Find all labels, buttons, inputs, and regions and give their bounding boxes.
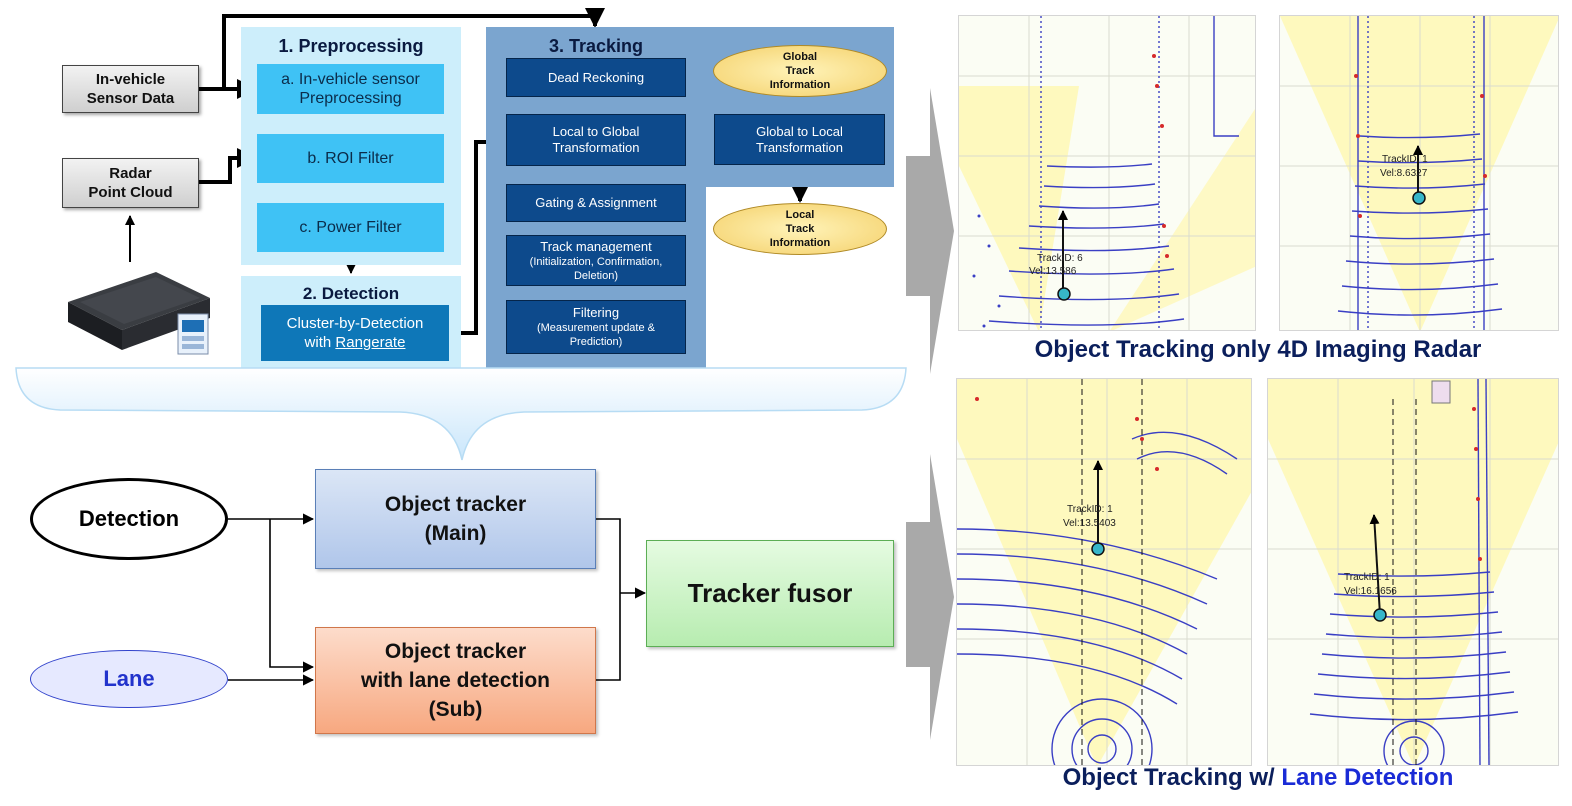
radar-plot-1-track-id: TrackID: 6 bbox=[1037, 253, 1083, 264]
radar-plot-4-canvas: TrackID: 1 Vel:16.1656 bbox=[1268, 379, 1558, 765]
filtering-sub: (Measurement update & Prediction) bbox=[536, 322, 655, 348]
preproc-in-vehicle-box: a. In-vehicle sensor Preprocessing bbox=[257, 64, 444, 114]
radar-plot-2: TrackID: 1 Vel:8.6327 bbox=[1279, 15, 1559, 331]
caption-lane-highlight: Lane Detection bbox=[1281, 764, 1454, 791]
local-to-global-box: Local to Global Transformation bbox=[506, 114, 686, 166]
filtering-label: Filtering bbox=[572, 305, 620, 320]
radar-plot-4-track-id: TrackID: 1 bbox=[1344, 572, 1390, 583]
global-to-local-box: Global to Local Transformation bbox=[714, 114, 885, 165]
grouping-brace bbox=[15, 367, 907, 461]
object-tracker-sub-box: Object tracker with lane detection (Sub) bbox=[315, 627, 596, 734]
tracking-title: 3. Tracking bbox=[548, 36, 644, 56]
filtering-box: Filtering (Measurement update & Predicti… bbox=[506, 300, 686, 354]
local-track-info-oval: Local Track Information bbox=[713, 203, 887, 255]
gray-arrow-bottom bbox=[906, 454, 954, 740]
gating-assignment-box: Gating & Assignment bbox=[506, 184, 686, 222]
cluster-detection-label: Cluster-by-Detection with bbox=[286, 315, 424, 351]
radar-plot-1: TrackID: 6 Vel:13.586 bbox=[958, 15, 1256, 331]
gray-arrow-top bbox=[906, 88, 954, 374]
radar-plot-2-track-id: TrackID: 1 bbox=[1382, 154, 1428, 165]
preproc-power-filter-box: c. Power Filter bbox=[257, 203, 444, 252]
dead-reckoning-box: Dead Reckoning bbox=[506, 58, 686, 97]
preprocessing-title: 1. Preprocessing bbox=[278, 36, 424, 56]
tracker-fusor-box: Tracker fusor bbox=[646, 540, 894, 647]
radar-plot-3-canvas: TrackID: 1 Vel:13.5403 bbox=[957, 379, 1251, 765]
arrow-sensor-to-tracking bbox=[222, 8, 605, 89]
radar-plot-3: TrackID: 1 Vel:13.5403 bbox=[956, 378, 1252, 766]
lane-oval: Lane bbox=[30, 650, 228, 708]
flow-connectors bbox=[228, 513, 647, 686]
track-management-label: Track management bbox=[540, 238, 652, 254]
detection-title: 2. Detection bbox=[302, 284, 400, 303]
detection-oval: Detection bbox=[30, 478, 228, 560]
caption-lane-prefix: Object Tracking w/ bbox=[1062, 764, 1282, 791]
radar-point-cloud-box: Radar Point Cloud bbox=[62, 158, 199, 208]
global-track-info-oval: Global Track Information bbox=[713, 45, 887, 97]
caption-lane-detection: Object Tracking w/ Lane Detection bbox=[958, 764, 1558, 792]
radar-plot-3-track-id: TrackID: 1 bbox=[1067, 504, 1113, 515]
radar-plot-2-vel: Vel:8.6327 bbox=[1380, 168, 1428, 179]
radar-plot-4: TrackID: 1 Vel:16.1656 bbox=[1267, 378, 1559, 766]
object-tracker-main-box: Object tracker (Main) bbox=[315, 469, 596, 569]
caption-radar-only: Object Tracking only 4D Imaging Radar bbox=[1034, 336, 1482, 363]
radar-plot-3-vel: Vel:13.5403 bbox=[1063, 518, 1116, 529]
track-management-sub: (Initialization, Confirmation, Deletion) bbox=[529, 255, 663, 282]
in-vehicle-sensor-box: In-vehicle Sensor Data bbox=[62, 65, 199, 113]
preproc-roi-filter-box: b. ROI Filter bbox=[257, 134, 444, 183]
rangerate-label: Rangerate bbox=[335, 334, 406, 351]
radar-plot-2-canvas: TrackID: 1 Vel:8.6327 bbox=[1280, 16, 1558, 330]
radar-plot-1-vel: Vel:13.586 bbox=[1029, 266, 1077, 277]
radar-plot-1-canvas: TrackID: 6 Vel:13.586 bbox=[959, 16, 1255, 330]
cluster-by-detection-box: Cluster-by-Detection with Rangerate bbox=[261, 305, 449, 361]
track-management-box: Track management (Initialization, Confir… bbox=[506, 235, 686, 286]
radar-plot-4-vel: Vel:16.1656 bbox=[1344, 586, 1397, 597]
radar-device-image bbox=[68, 272, 210, 355]
